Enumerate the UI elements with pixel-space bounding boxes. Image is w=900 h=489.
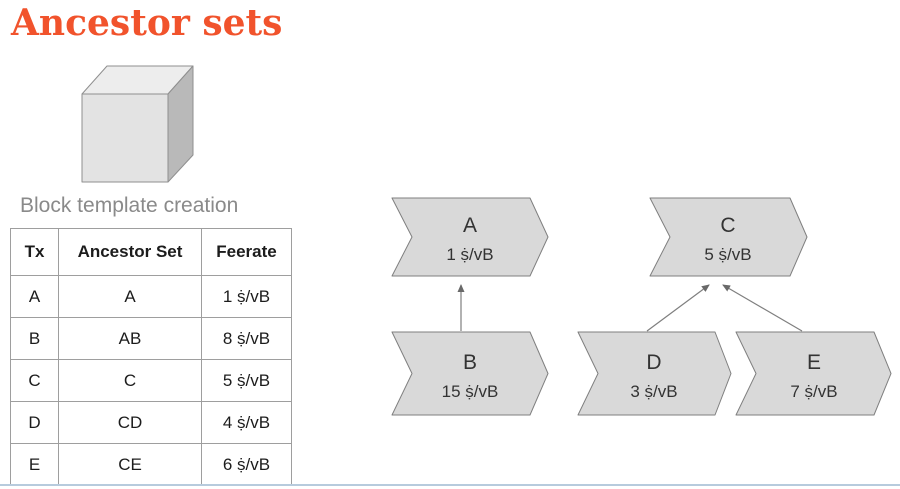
table-row: A A 1 ṩ/vB — [10, 275, 292, 318]
table-row: B AB 8 ṩ/vB — [10, 317, 292, 360]
cube-front-face — [81, 93, 169, 183]
block-template-caption: Block template creation — [20, 194, 239, 217]
chevron-shape — [649, 197, 808, 277]
node-label: D — [646, 351, 661, 374]
ancestor-set-table: Tx Ancestor Set Feerate A A 1 ṩ/vB B AB … — [10, 228, 292, 486]
chevron-shape — [577, 331, 732, 416]
cell-tx: D — [10, 401, 59, 444]
tx-dependency-diagram: A 1 ṩ/vB C 5 ṩ/vB B 15 ṩ/vB D 3 ṩ/vB E 7… — [391, 197, 892, 416]
table-row: D CD 4 ṩ/vB — [10, 401, 292, 444]
page-title: Ancestor sets — [11, 2, 283, 44]
tx-node-A: A 1 ṩ/vB — [391, 197, 549, 277]
cell-tx: E — [10, 443, 59, 486]
block-cube-icon — [81, 65, 194, 183]
tx-node-C: C 5 ṩ/vB — [649, 197, 808, 277]
cell-feerate: 1 ṩ/vB — [201, 275, 292, 318]
cell-tx: A — [10, 275, 59, 318]
tx-node-B: B 15 ṩ/vB — [391, 331, 549, 416]
node-label: E — [807, 351, 821, 374]
chevron-shape — [735, 331, 892, 416]
node-label: C — [720, 214, 735, 237]
header-ancestor-set: Ancestor Set — [58, 228, 202, 276]
cell-feerate: 5 ṩ/vB — [201, 359, 292, 402]
node-label: A — [463, 214, 477, 237]
table-row: C C 5 ṩ/vB — [10, 359, 292, 402]
header-feerate: Feerate — [201, 228, 292, 276]
cell-ancestor-set: CE — [58, 443, 202, 486]
cell-feerate: 6 ṩ/vB — [201, 443, 292, 486]
chevron-shape — [391, 331, 549, 416]
cell-ancestor-set: A — [58, 275, 202, 318]
cell-tx: C — [10, 359, 59, 402]
edge-E-to-C — [722, 284, 803, 332]
cell-tx: B — [10, 317, 59, 360]
tx-node-E: E 7 ṩ/vB — [735, 331, 892, 416]
node-label: B — [463, 351, 477, 374]
bottom-divider — [0, 484, 900, 486]
chevron-shape — [391, 197, 549, 277]
header-tx: Tx — [10, 228, 59, 276]
cell-ancestor-set: AB — [58, 317, 202, 360]
node-feerate: 3 ṩ/vB — [630, 382, 677, 401]
tx-node-D: D 3 ṩ/vB — [577, 331, 732, 416]
node-feerate: 1 ṩ/vB — [446, 245, 493, 264]
cell-feerate: 8 ṩ/vB — [201, 317, 292, 360]
cell-ancestor-set: CD — [58, 401, 202, 444]
cell-ancestor-set: C — [58, 359, 202, 402]
cell-feerate: 4 ṩ/vB — [201, 401, 292, 444]
table-row: E CE 6 ṩ/vB — [10, 443, 292, 486]
node-feerate: 5 ṩ/vB — [704, 245, 751, 264]
node-feerate: 7 ṩ/vB — [790, 382, 837, 401]
table-header-row: Tx Ancestor Set Feerate — [10, 228, 292, 276]
node-feerate: 15 ṩ/vB — [442, 382, 499, 401]
edge-D-to-C — [646, 284, 710, 332]
